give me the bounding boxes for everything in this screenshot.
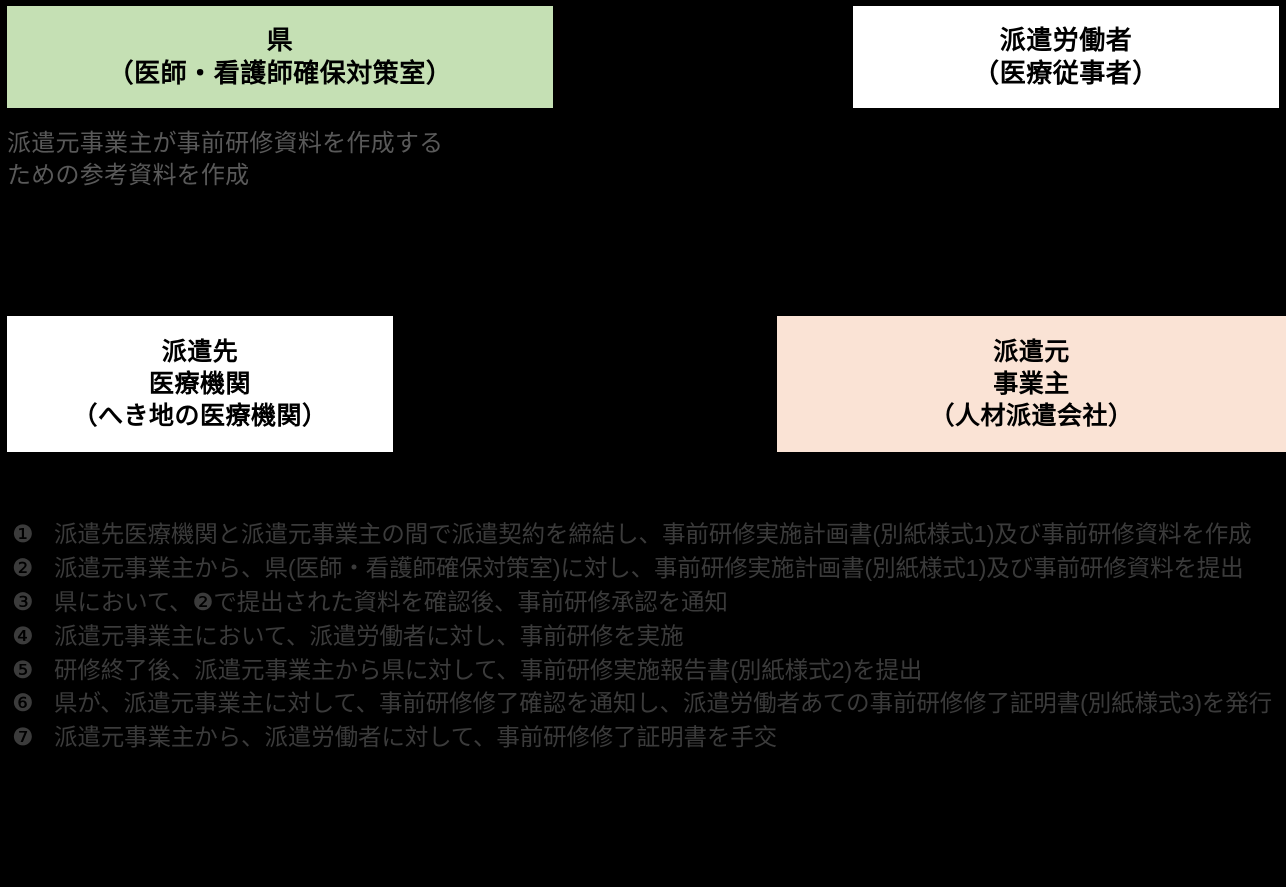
step-marker-4: ❹ xyxy=(12,621,34,650)
org-box-prefecture: 県 （医師・看護師確保対策室） xyxy=(7,6,553,108)
org-box-dispatch-destination-line-1: 派遣先 xyxy=(161,338,239,366)
step-item: ❶ 派遣先医療機関と派遣元事業主の間で派遣契約を締結し、事前研修実施計画書(別紙… xyxy=(12,518,1284,551)
prefecture-note-line-2: ための参考資料を作成 xyxy=(7,161,250,189)
org-box-dispatched-worker: 派遣労働者 （医療従事者） xyxy=(853,6,1279,108)
step-marker-3: ❸ xyxy=(12,587,34,616)
step-marker-2: ❷ xyxy=(12,553,34,582)
step-item: ❺ 研修終了後、派遣元事業主から県に対して、事前研修実施報告書(別紙様式2)を提… xyxy=(12,654,1284,687)
step-marker-6: ❻ xyxy=(12,689,34,718)
step-text-1: 派遣先医療機関と派遣元事業主の間で派遣契約を締結し、事前研修実施計画書(別紙様式… xyxy=(54,521,1252,547)
org-box-dispatch-source-line-1: 派遣元 xyxy=(993,338,1070,366)
step-item: ❼ 派遣元事業主から、派遣労働者に対して、事前研修修了証明書を手交 xyxy=(12,721,1284,754)
org-box-dispatched-worker-line-1: 派遣労働者 xyxy=(999,24,1133,55)
step-marker-5: ❺ xyxy=(12,655,34,684)
prefecture-note: 派遣元事業主が事前研修資料を作成する ための参考資料を作成 xyxy=(7,128,567,191)
step-text-7: 派遣元事業主から、派遣労働者に対して、事前研修修了証明書を手交 xyxy=(54,724,777,751)
step-item: ❻ 県が、派遣元事業主に対して、事前研修修了確認を通知し、派遣労働者あての事前研… xyxy=(12,687,1284,720)
org-box-dispatch-destination-line-3: （へき地の医療機関） xyxy=(72,402,328,430)
step-item: ❷ 派遣元事業主から、県(医師・看護師確保対策室)に対し、事前研修実施計画書(別… xyxy=(12,552,1284,585)
step-text-4: 派遣元事業主において、派遣労働者に対し、事前研修を実施 xyxy=(54,622,684,649)
org-box-dispatch-source-line-2: 事業主 xyxy=(993,370,1070,398)
step-text-6: 県が、派遣元事業主に対して、事前研修修了確認を通知し、派遣労働者あての事前研修修… xyxy=(54,690,1273,717)
step-item: ❹ 派遣元事業主において、派遣労働者に対し、事前研修を実施 xyxy=(12,620,1284,653)
org-box-prefecture-line-1: 県 xyxy=(266,24,294,55)
step-marker-7: ❼ xyxy=(12,723,34,752)
org-box-dispatch-source: 派遣元 事業主 （人材派遣会社） xyxy=(777,316,1286,452)
step-item: ❸ 県において、❷で提出された資料を確認後、事前研修承認を通知 xyxy=(12,586,1284,619)
org-box-dispatched-worker-line-2: （医療従事者） xyxy=(973,58,1159,88)
step-text-2: 派遣元事業主から、県(医師・看護師確保対策室)に対し、事前研修実施計画書(別紙様… xyxy=(54,554,1244,581)
org-box-prefecture-line-2: （医師・看護師確保対策室） xyxy=(107,58,453,88)
prefecture-note-line-1: 派遣元事業主が事前研修資料を作成する xyxy=(7,130,444,157)
step-text-5: 研修終了後、派遣元事業主から県に対して、事前研修実施報告書(別紙様式2)を提出 xyxy=(54,656,923,683)
org-box-dispatch-destination-line-2: 医療機関 xyxy=(148,370,251,398)
org-box-dispatch-source-line-3: （人材派遣会社） xyxy=(929,402,1134,430)
steps-list: ❶ 派遣先医療機関と派遣元事業主の間で派遣契約を締結し、事前研修実施計画書(別紙… xyxy=(12,518,1284,755)
org-box-dispatch-destination: 派遣先 医療機関 （へき地の医療機関） xyxy=(7,316,393,452)
step-text-3: 県において、❷で提出された資料を確認後、事前研修承認を通知 xyxy=(54,588,728,615)
step-marker-1: ❶ xyxy=(12,520,34,548)
